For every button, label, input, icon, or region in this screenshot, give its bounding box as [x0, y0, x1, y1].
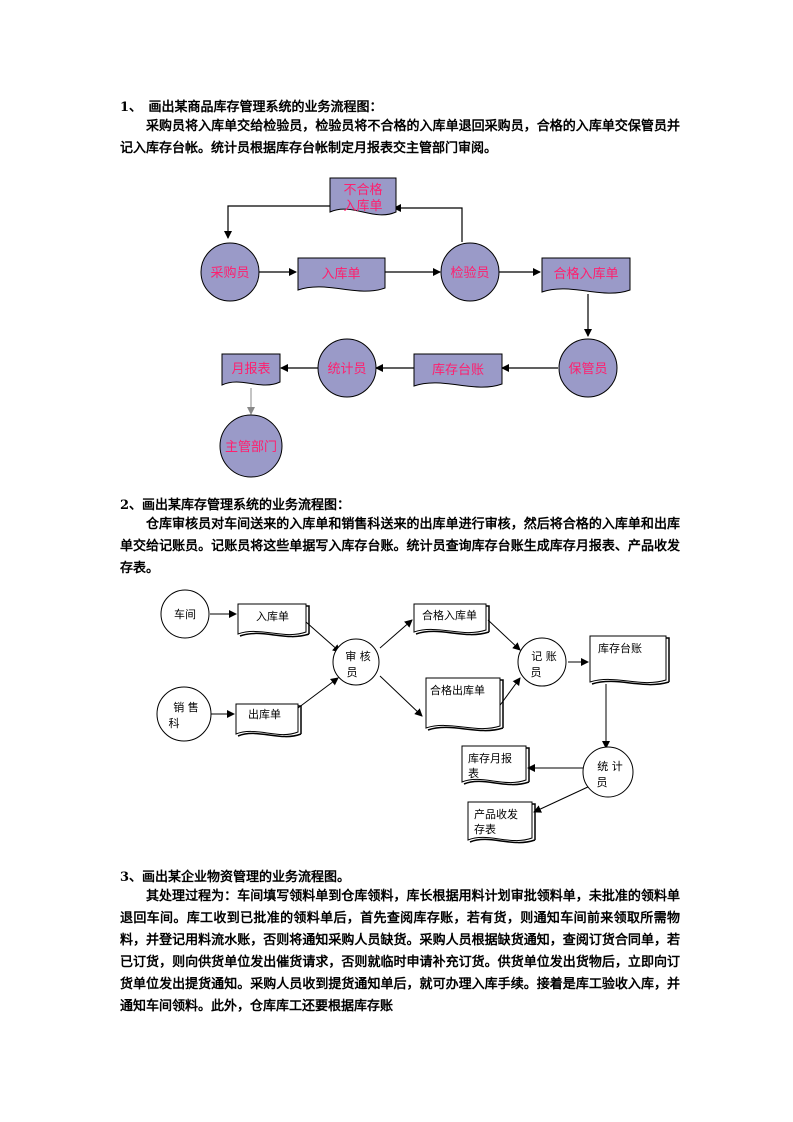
ledger-shadow [591, 637, 670, 686]
ledger-label: 库存台账 [598, 641, 642, 655]
sales-node [156, 686, 212, 742]
statistician-label-2: 员 [597, 776, 608, 789]
reject-doc-shape [329, 177, 397, 216]
auditor-node [332, 638, 380, 686]
section3-heading: 3、画出某企业物资管理的业务流程图。 [120, 870, 351, 885]
ledger-label: 库存台账 [432, 362, 484, 378]
section2-heading: 2、画出某库存管理系统的业务流程图： [120, 498, 351, 513]
qualified-in-shadow [415, 605, 490, 636]
outbound-doc-shape [235, 703, 299, 736]
arrow-qualified-in-to-bookkeeper [487, 619, 521, 651]
section1-description: 采购员将入库单交给检验员，检验员将不合格的入库单退回采购员，合格的入库单交保管员… [120, 119, 680, 156]
ledger-shape [413, 353, 503, 388]
qualified-doc-label: 合格入库单 [553, 266, 618, 282]
arrow-inbound-to-auditor [305, 621, 341, 653]
statistician-node [317, 338, 377, 398]
inbound-doc-shadow [239, 605, 310, 638]
keeper-label: 保管员 [568, 362, 607, 377]
bookkeeper-label-2: 员 [531, 666, 542, 679]
arrow-outbound-to-auditor [297, 677, 339, 709]
qualified-in-label: 合格入库单 [422, 608, 477, 622]
department-label: 主管部门 [225, 440, 277, 455]
arrow-statistician-to-product [533, 785, 591, 813]
inbound-doc-label: 入库单 [256, 610, 289, 623]
qualified-doc-shape [541, 257, 631, 294]
section1-heading: 1、 画出某商品库存管理系统的业务流程图： [120, 100, 383, 115]
inbound-doc-shape [297, 257, 386, 292]
auditor-label-2: 员 [347, 666, 358, 679]
inspector-node [440, 242, 500, 302]
bookkeeper-label-1: 记 账 [531, 650, 557, 663]
arrow-qualified-out-to-bookkeeper [497, 677, 521, 709]
workshop-node [160, 589, 210, 639]
section3-description: 其处理过程为：车间填写领料单到仓库领料，库长根据用料计划审批领料单，未批准的领料… [120, 889, 680, 1014]
monthly-report-label-2: 表 [468, 766, 479, 780]
arrow-auditor-to-qualified-out [379, 675, 423, 717]
bookkeeper-node [517, 637, 567, 687]
statistician-label: 统计员 [327, 362, 366, 377]
monthly-report-label: 月报表 [231, 362, 270, 377]
inspector-label: 检验员 [450, 265, 489, 281]
sales-label-1: 销 售 [173, 700, 199, 714]
diagram1: 不合格 入库单 采购员 入库单 检验员 合格入库单 保管员 库存台账 统计员 月… [200, 177, 631, 478]
monthly-report-shape [461, 745, 527, 784]
product-report-shadow [469, 803, 536, 844]
qualified-out-label: 合格出库单 [430, 683, 485, 697]
arrow-inspector-to-reject [393, 204, 463, 242]
inbound-doc-shape [237, 603, 307, 636]
qualified-out-shadow [427, 679, 504, 732]
outbound-doc-shadow [237, 705, 302, 738]
reject-doc-label-2: 入库单 [343, 198, 382, 214]
statistician-node [582, 746, 634, 798]
arrow-reject-to-purchaser [224, 205, 330, 239]
product-report-shape [467, 801, 533, 842]
auditor-label-1: 审 核 [345, 649, 371, 663]
diagram2: 车间 销 售 科 入库单 出库单 审 核 员 合格入库单 合格出库单 记 账 员… [156, 589, 670, 844]
monthly-report-shadow [463, 747, 530, 786]
monthly-report-label-1: 库存月报 [468, 751, 512, 765]
qualified-in-shape [413, 603, 487, 634]
inbound-doc-label: 入库单 [321, 266, 360, 282]
department-node [219, 414, 283, 478]
qualified-out-shape [425, 677, 501, 730]
ledger-shape [589, 635, 667, 684]
outbound-doc-label: 出库单 [248, 707, 281, 721]
monthly-report-shape [221, 353, 281, 386]
purchaser-node [200, 242, 260, 302]
reject-doc-label-1: 不合格 [343, 182, 382, 198]
keeper-node [558, 338, 618, 398]
product-report-label-2: 存表 [474, 822, 496, 836]
product-report-label-1: 产品收发 [474, 807, 518, 821]
workshop-label: 车间 [174, 607, 196, 621]
purchaser-label: 采购员 [210, 265, 249, 281]
sales-label-2: 科 [169, 716, 180, 730]
arrow-auditor-to-qualified-in [379, 619, 413, 649]
section2-description: 仓库审核员对车间送来的入库单和销售科送来的出库单进行审核，然后将合格的入库单和出… [120, 517, 680, 576]
statistician-label-1: 统 计 [597, 760, 623, 773]
